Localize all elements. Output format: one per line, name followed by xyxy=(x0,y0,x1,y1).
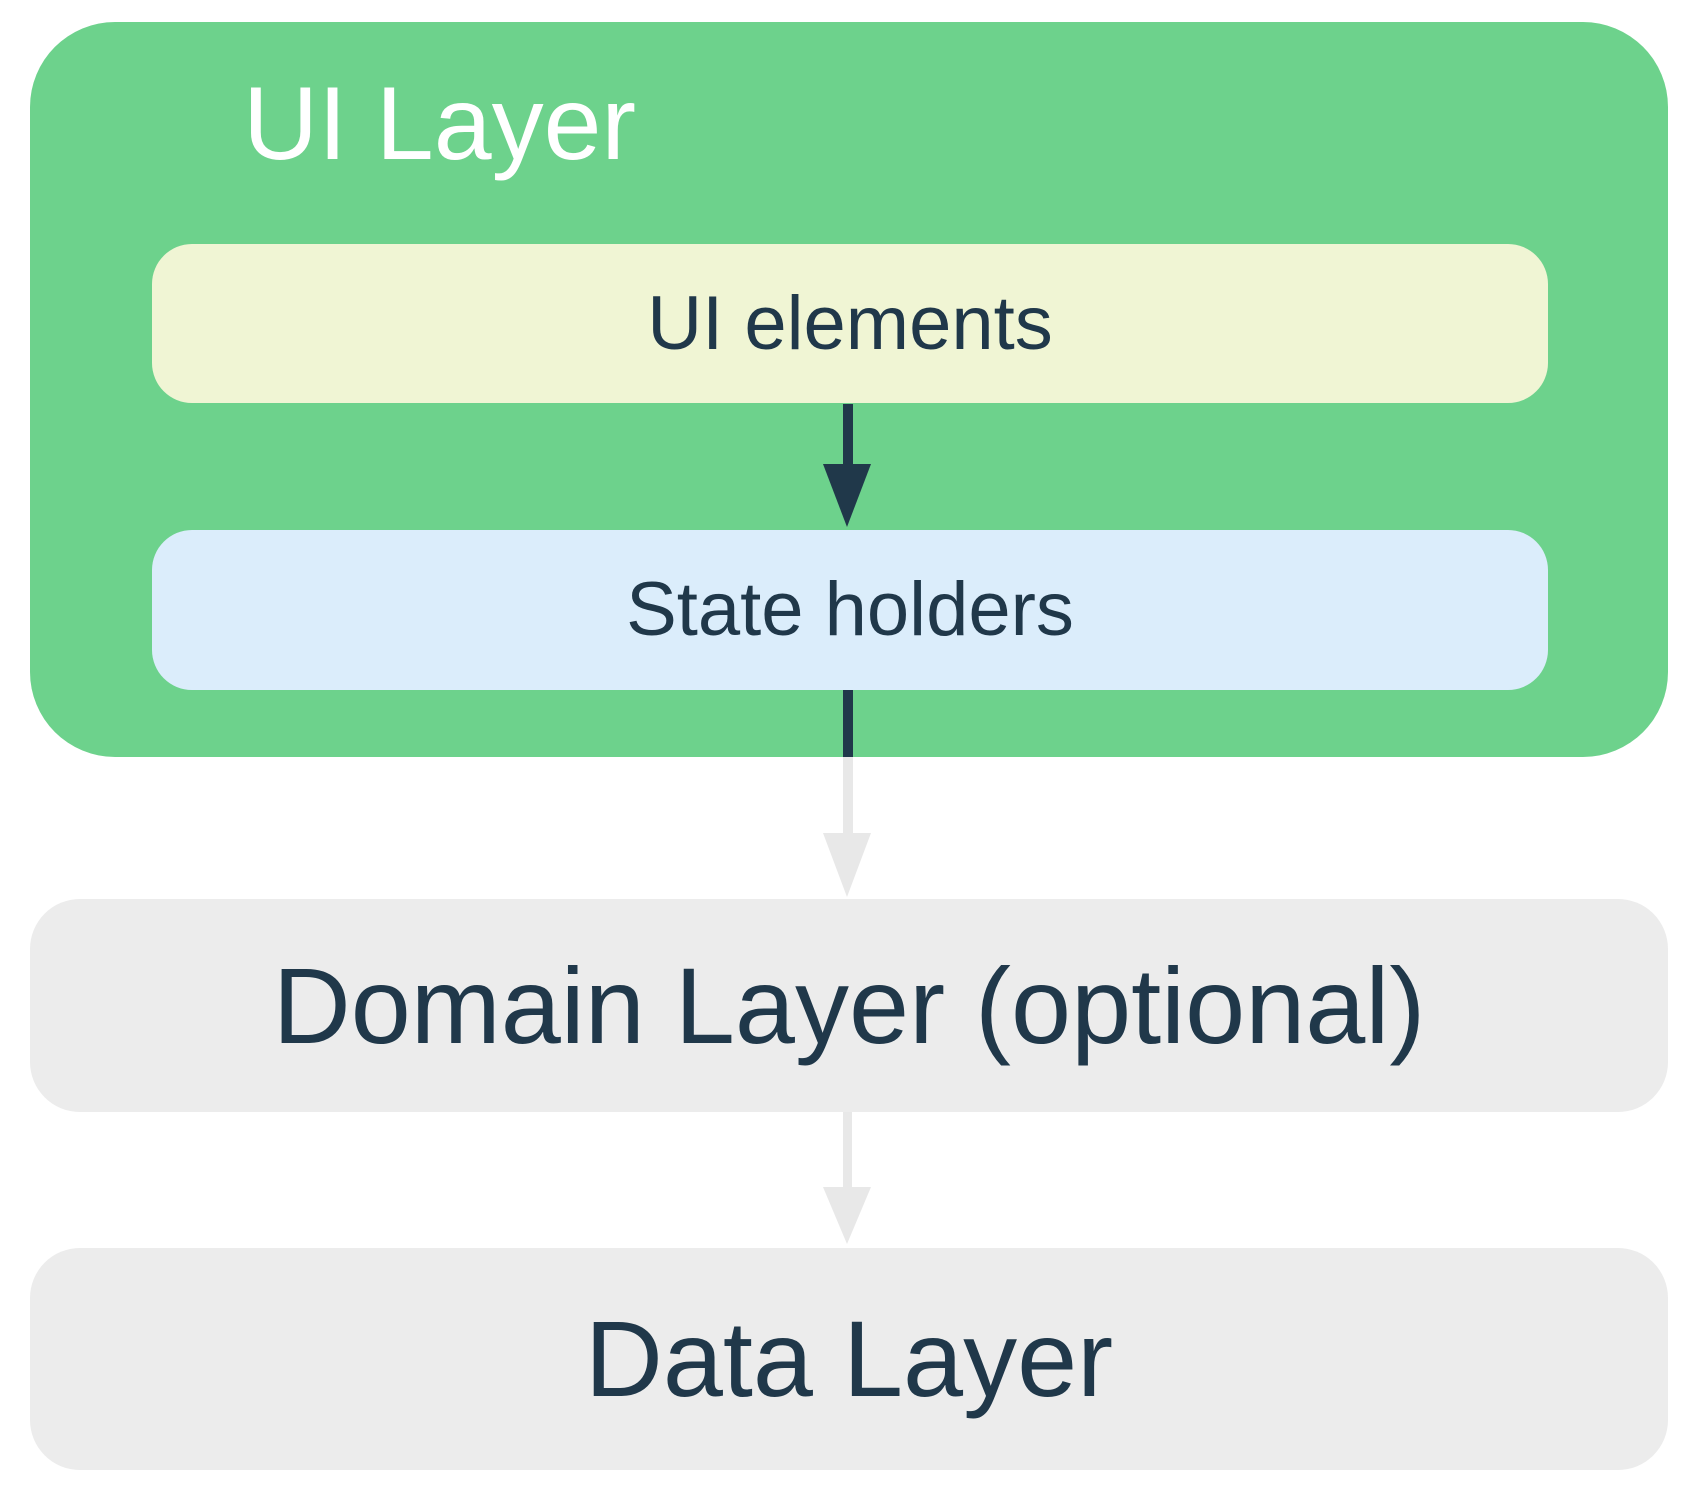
arrow-down-icon xyxy=(823,833,871,897)
domain-layer-box: Domain Layer (optional) xyxy=(30,899,1668,1112)
state-holders-label: State holders xyxy=(626,567,1074,652)
data-layer-box: Data Layer xyxy=(30,1248,1668,1470)
ui-elements-box: UI elements xyxy=(152,244,1548,403)
arrow-state-holders-to-domain-stem-light xyxy=(843,757,853,837)
ui-elements-label: UI elements xyxy=(647,280,1053,366)
ui-layer-box: UI Layer UI elements State holders xyxy=(30,22,1668,757)
arrow-state-holders-to-domain-stem-dark xyxy=(843,690,853,757)
data-layer-label: Data Layer xyxy=(584,1298,1114,1419)
state-holders-box: State holders xyxy=(152,530,1548,690)
domain-layer-label: Domain Layer (optional) xyxy=(272,944,1426,1066)
arrow-ui-elements-to-state-holders-stem xyxy=(843,404,853,470)
ui-layer-title: UI Layer xyxy=(243,66,637,182)
arrow-down-icon xyxy=(823,1187,871,1244)
arrow-domain-to-data-stem xyxy=(843,1112,852,1191)
arrow-down-icon xyxy=(823,464,871,527)
